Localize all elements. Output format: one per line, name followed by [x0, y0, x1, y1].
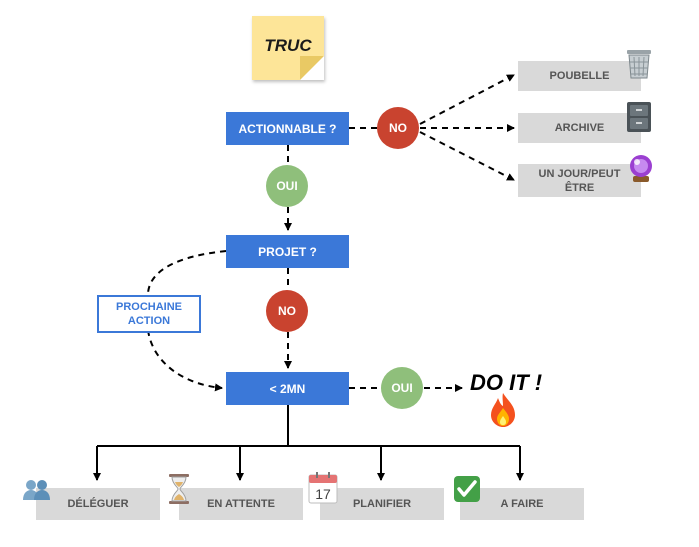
do-it-label: DO IT !	[470, 370, 543, 395]
projet-node: PROJET ?	[226, 235, 349, 268]
filing-cabinet-icon	[627, 102, 651, 132]
connector-prochaine-2mn	[147, 329, 223, 392]
calendar-day: 17	[315, 486, 331, 502]
hourglass-icon	[169, 474, 189, 504]
connector-projet-prochaine	[147, 250, 227, 294]
oui-decision-actionnable: OUI	[266, 165, 308, 207]
crystal-ball-icon	[630, 155, 652, 182]
oui-decision-two-minutes: OUI	[381, 367, 423, 409]
a-faire-outcome: A FAIRE	[460, 488, 584, 520]
prochaine-action-label: PROCHAINE ACTION	[115, 301, 182, 327]
prochaine-action-node: PROCHAINE ACTION	[97, 295, 201, 333]
un-jour-outcome: UN JOUR/PEUT ÊTRE	[518, 164, 641, 197]
note-fold	[300, 56, 324, 80]
fire-icon	[491, 393, 515, 427]
deleguer-outcome: DÉLÉGUER	[36, 488, 160, 520]
poubelle-outcome: POUBELLE	[518, 61, 641, 91]
people-icon	[23, 480, 50, 500]
en-attente-outcome: EN ATTENTE	[179, 488, 303, 520]
two-minutes-node: < 2MN	[226, 372, 349, 405]
check-mark-icon	[454, 476, 480, 502]
truc-label: TRUC	[264, 36, 312, 55]
truc-sticky-note: TRUC	[252, 16, 324, 80]
archive-outcome: ARCHIVE	[518, 113, 641, 143]
actionnable-node: ACTIONNABLE ?	[226, 112, 349, 145]
calendar-icon: 17	[308, 472, 338, 504]
connector-no-unjour	[419, 131, 515, 181]
planifier-outcome: PLANIFIER	[320, 488, 444, 520]
no-decision-actionnable: NO	[377, 107, 419, 149]
trash-can-icon	[627, 50, 651, 79]
connector-no-poubelle	[419, 74, 515, 125]
no-decision-projet: NO	[266, 290, 308, 332]
